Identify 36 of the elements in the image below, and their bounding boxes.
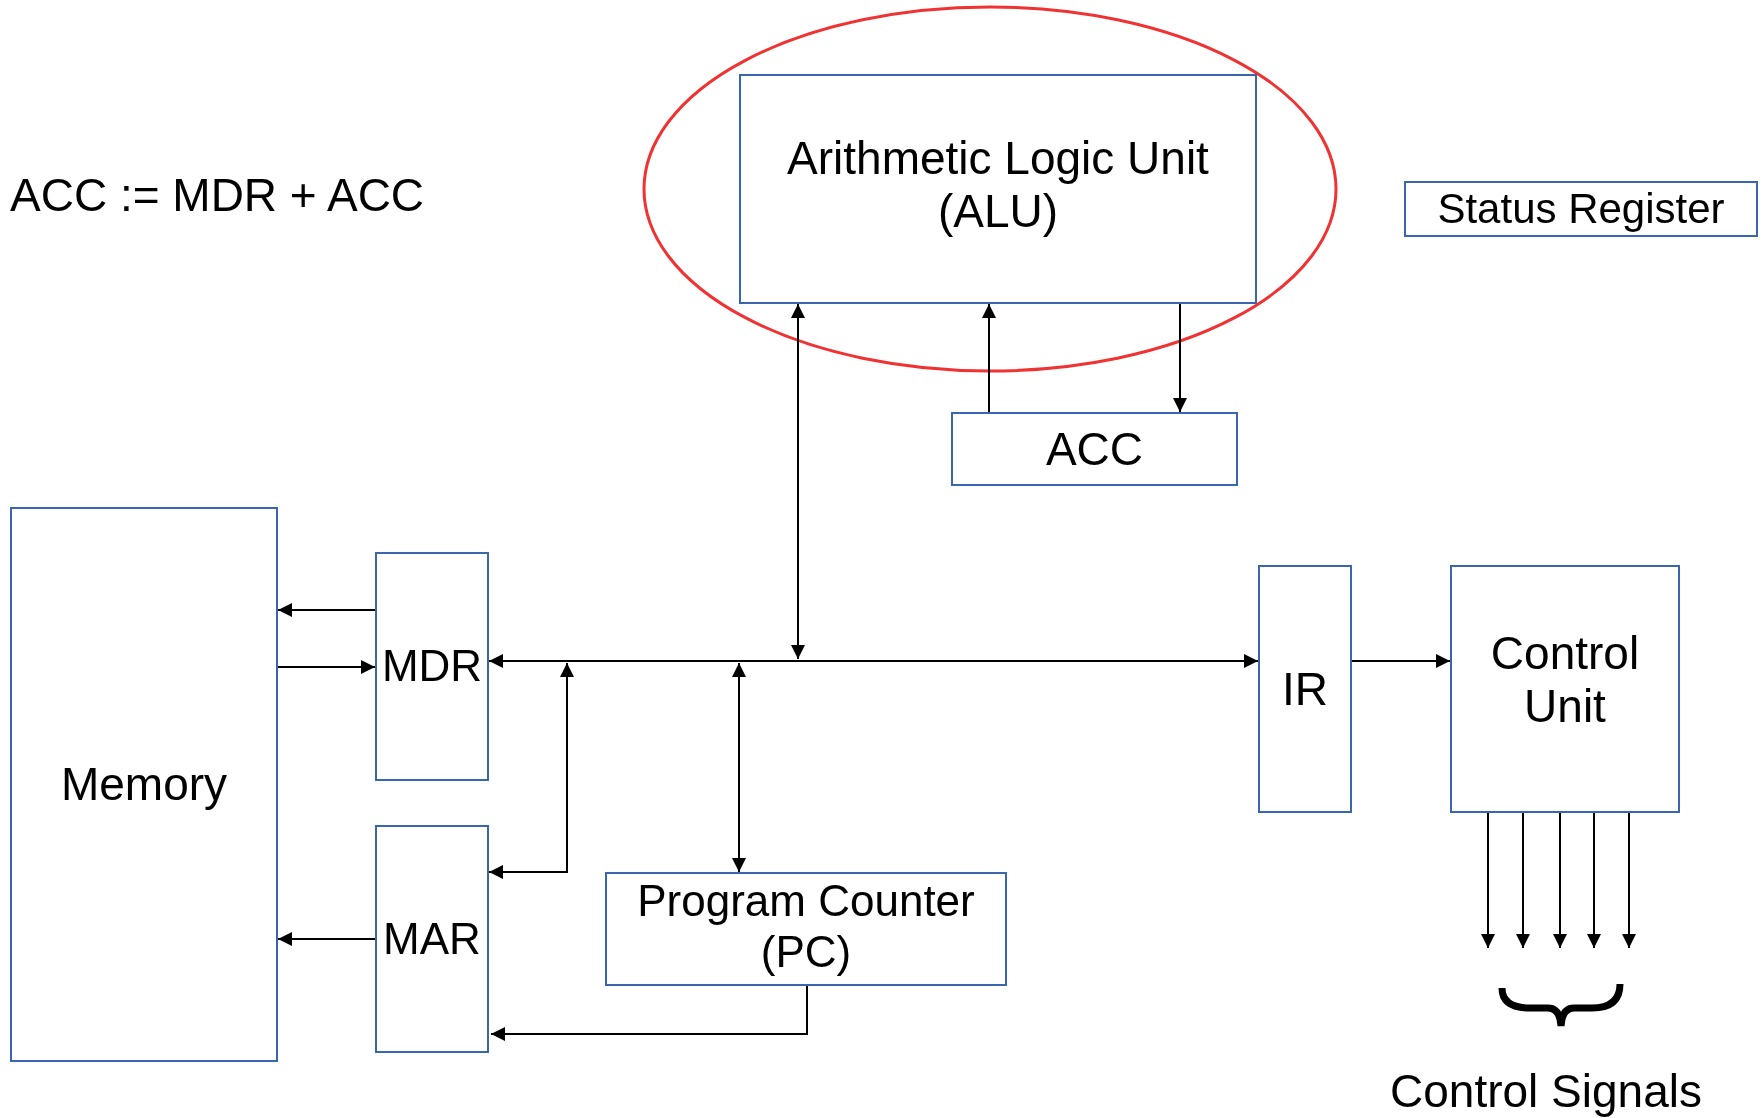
arrow: [1587, 812, 1601, 949]
arrow: [490, 985, 808, 1041]
component-box: [951, 412, 1238, 486]
component-box: [739, 74, 1257, 304]
arrow: [1622, 812, 1636, 949]
caption-text: Control Signals: [1390, 1064, 1702, 1118]
arrow: [1516, 812, 1530, 949]
component-box: [10, 507, 278, 1062]
component-label: Control Unit: [1489, 627, 1641, 733]
component-label: ACC: [1045, 422, 1144, 476]
arrow: [1351, 654, 1451, 668]
arrow: [1553, 812, 1567, 949]
component-label: Program Counter (PC): [636, 876, 976, 978]
component-label: IR: [1282, 662, 1328, 716]
component-box: [1258, 565, 1352, 813]
arrow: [488, 662, 574, 879]
arrow: [488, 654, 1259, 668]
component-label: Arithmetic Logic Unit (ALU): [786, 132, 1210, 238]
arrow: [277, 603, 376, 617]
arrow: [732, 662, 746, 873]
component-box: [605, 872, 1007, 986]
component-box: [375, 825, 489, 1053]
component-label: MDR: [381, 641, 483, 692]
arrow: [982, 303, 996, 413]
component-label: Memory: [60, 758, 228, 811]
arrow: [791, 303, 805, 660]
component-box: [1450, 565, 1680, 813]
arrow: [1481, 812, 1495, 949]
component-box: [375, 552, 489, 781]
arrow: [277, 932, 376, 946]
component-box: [1404, 181, 1758, 237]
component-label: MAR: [383, 913, 481, 965]
arrow: [1173, 303, 1187, 413]
equation-text: ACC := MDR + ACC: [10, 168, 425, 222]
arrow: [277, 660, 376, 674]
component-label: Status Register: [1437, 184, 1725, 234]
